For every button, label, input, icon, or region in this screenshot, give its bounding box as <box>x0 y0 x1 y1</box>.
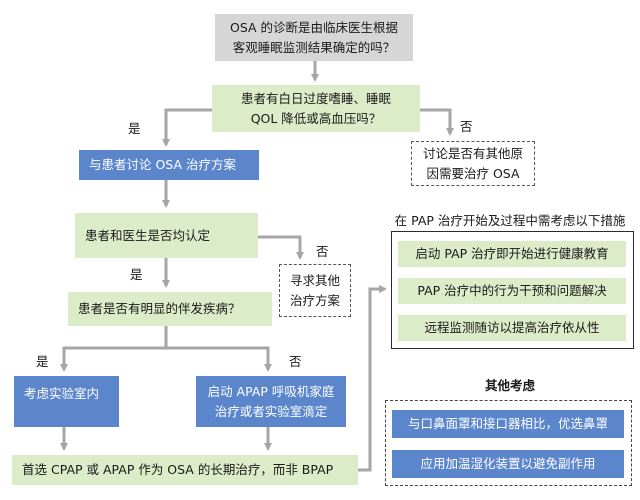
node-discuss-treatment-text: 与患者讨论 OSA 治疗方案 <box>89 157 237 172</box>
other-considerations-item-2: 应用加温湿化装置以避免副作用 <box>392 450 624 478</box>
node-other-causes-line-1: 讨论是否有其他原 <box>422 145 523 161</box>
arrow-comorbidity-no <box>166 346 272 372</box>
measures-item-3: 远程监测随访以提高治疗依从性 <box>398 315 626 341</box>
arrow-symptoms-no <box>420 108 454 136</box>
node-symptoms-line-2: QOL 降低或高血压吗？ <box>250 110 382 126</box>
edge-label-no-1: 否 <box>460 119 473 134</box>
node-other-causes: 讨论是否有其他原 因需要治疗 OSA <box>411 141 535 186</box>
node-comorbidity-text: 患者是否有明显的伴发疾病？ <box>78 301 241 316</box>
node-agreement-text: 患者和医生是否均认定 <box>85 227 211 243</box>
measures-item-2: PAP 治疗中的行为干预和问题解决 <box>398 278 626 304</box>
node-diagnosis-line-2: 客观睡眠监测结果确定的吗？ <box>232 39 396 55</box>
arrow-agreement-no <box>258 235 304 260</box>
node-diagnosis-question: OSA 的诊断是由临床医生根据 客观睡眠监测结果确定的吗？ <box>215 14 413 61</box>
measures-title: 在 PAP 治疗开始及过程中需考虑以下措施 <box>394 213 626 228</box>
measures-item-2-text: PAP 治疗中的行为干预和问题解决 <box>417 283 607 298</box>
node-cpap-first-text: 首选 CPAP 或 APAP 作为 OSA 的长期治疗，而非 BPAP <box>22 462 334 477</box>
node-lab-consider-text: 考虑实验室内 <box>24 386 100 401</box>
node-apap-start-line-1: 启动 APAP 呼吸机家庭 <box>207 383 335 399</box>
node-apap-start-line-2: 治疗或者实验室滴定 <box>214 403 328 419</box>
arrow-comorbidity-yes <box>60 326 168 372</box>
other-considerations-item-1-text: 与口鼻面罩和接口器相比，优选鼻罩 <box>407 416 608 431</box>
node-diagnosis-line-1: OSA 的诊断是由临床医生根据 <box>229 19 399 35</box>
node-symptoms-question: 患者有白日过度嗜睡、睡眠 QOL 降低或高血压吗？ <box>212 85 420 132</box>
edge-label-no-3: 否 <box>289 354 302 369</box>
other-considerations-item-1: 与口鼻面罩和接口器相比，优选鼻罩 <box>392 410 624 438</box>
node-agreement-question: 患者和医生是否均认定 <box>75 213 258 258</box>
node-other-causes-line-2: 因需要治疗 OSA <box>426 165 520 181</box>
edge-label-yes-1: 是 <box>128 121 141 136</box>
node-lab-consider: 考虑实验室内 <box>14 376 119 427</box>
measures-item-1-text: 启动 PAP 治疗即开始进行健康教育 <box>415 246 609 261</box>
node-comorbidity-question: 患者是否有明显的伴发疾病？ <box>68 292 272 326</box>
node-seek-other: 寻求其他 治疗方案 <box>279 264 351 317</box>
other-considerations-item-2-text: 应用加温湿化装置以避免副作用 <box>420 456 596 471</box>
edge-label-yes-2: 是 <box>130 267 143 282</box>
node-cpap-first: 首选 CPAP 或 APAP 作为 OSA 的长期治疗，而非 BPAP <box>12 455 358 485</box>
node-seek-other-line-1: 寻求其他 <box>289 272 340 288</box>
measures-item-3-text: 远程监测随访以提高治疗依从性 <box>424 320 600 335</box>
arrow-cpap-to-measures <box>358 285 387 472</box>
edge-label-yes-3: 是 <box>36 354 49 369</box>
node-symptoms-line-1: 患者有白日过度嗜睡、睡眠 <box>240 90 391 106</box>
edge-label-no-2: 否 <box>316 244 329 259</box>
node-discuss-treatment: 与患者讨论 OSA 治疗方案 <box>79 150 259 180</box>
other-considerations-title: 其他考虑 <box>484 378 535 393</box>
measures-item-1: 启动 PAP 治疗即开始进行健康教育 <box>398 241 626 267</box>
node-seek-other-line-2: 治疗方案 <box>289 292 340 308</box>
node-apap-start: 启动 APAP 呼吸机家庭 治疗或者实验室滴定 <box>196 376 346 427</box>
